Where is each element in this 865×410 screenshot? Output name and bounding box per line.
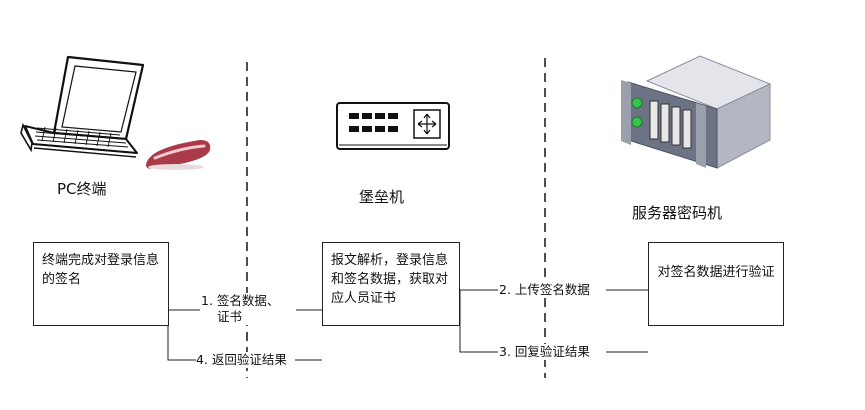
pc-terminal-caption: PC终端 <box>57 180 107 198</box>
laptop-icon <box>20 55 145 158</box>
edge-4-label: 4. 返回验证结果 <box>196 352 287 368</box>
edge-1-label-line2: 证书 <box>217 309 243 324</box>
server-verify-box: 对签名数据进行验证 <box>648 242 784 326</box>
bastion-parse-box: 报文解析，登录信息和签名数据，获取对应人员证书 <box>322 242 460 326</box>
bastion-host-caption: 堡垒机 <box>359 188 405 206</box>
terminal-sign-box: 终端完成对登录信息的签名 <box>33 242 169 326</box>
edge-3-line-left <box>459 290 498 353</box>
usb-key-icon <box>146 140 211 170</box>
edge-2-label: 2. 上传签名数据 <box>499 282 590 298</box>
bastion-parse-text: 报文解析，登录信息和签名数据，获取对应人员证书 <box>331 253 449 306</box>
edge-1-label: 1. 签名数据、 证书 <box>201 293 280 325</box>
edge-4-line-left <box>167 310 196 361</box>
server-icon <box>621 55 772 169</box>
crypto-server-caption: 服务器密码机 <box>632 204 723 222</box>
edge-3-label: 3. 回复验证结果 <box>499 344 590 360</box>
terminal-sign-text: 终端完成对登录信息的签名 <box>42 253 160 287</box>
edge-1-label-line1: 1. 签名数据、 <box>201 293 280 308</box>
bastion-device-icon <box>336 102 450 150</box>
server-verify-text: 对签名数据进行验证 <box>657 265 775 280</box>
